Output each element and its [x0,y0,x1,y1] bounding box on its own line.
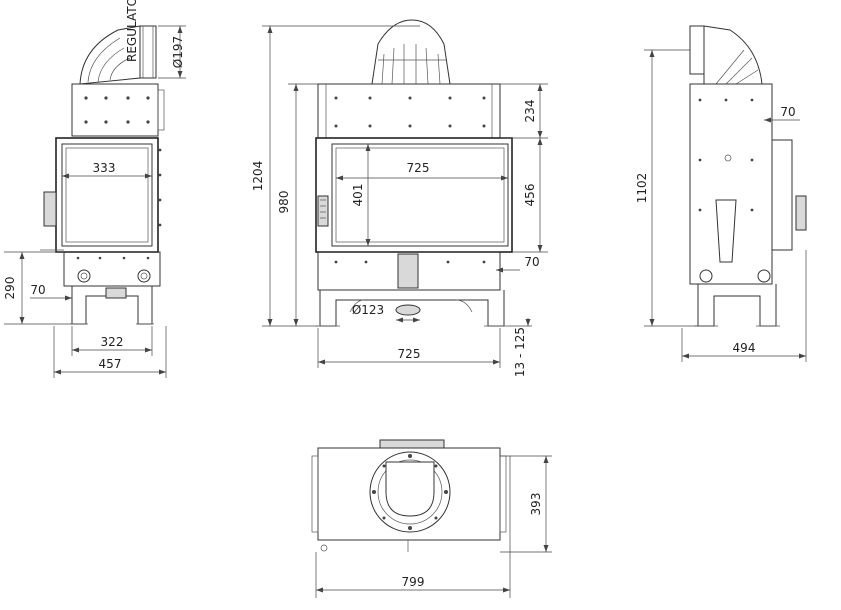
leg-span-label: 322 [101,335,124,349]
top-view: 393 799 [311,439,552,598]
base-width-label: 725 [398,347,421,361]
main-door-handle [317,195,329,227]
air-inlet [105,287,127,299]
rear-side-panel [771,139,793,251]
air-inlet-pipe [395,304,421,316]
top-width-label: 799 [402,575,425,589]
rear-depth-label: 494 [733,341,756,355]
front-overall-width-label: 457 [99,357,122,371]
front-leg-offset-label: 70 [30,283,45,297]
svg-text:REGULATOR: REGULATOR [125,0,139,62]
flue-elbow: REGULATOR [79,0,157,85]
air-control [397,253,419,289]
leg-adjust-label: 13 - 125 [513,327,527,377]
glass-width-label: 725 [407,161,430,175]
main-upper-body [317,83,501,139]
rear-total-height-label: 1102 [635,173,649,204]
flue-dome [371,19,451,85]
rear-baffle [715,199,737,263]
front-glass [61,143,153,247]
rear-body [689,83,773,285]
rear-offset-label: 70 [780,105,795,119]
ash-height-label: 290 [3,277,17,300]
chamber-height-label: 456 [523,184,537,207]
side-offset-label: 70 [524,255,539,269]
main-glass [331,143,509,247]
glass-height-label: 401 [351,184,365,207]
flue-diameter-label: Ø197 [171,36,185,68]
total-height-label: 1204 [251,161,265,192]
top-flue-ring [369,451,451,533]
front-ash-section [63,251,161,287]
air-inlet-diameter-label: Ø123 [352,303,384,317]
rear-handle [795,195,807,231]
body-height-label: 980 [277,191,291,214]
top-depth-label: 393 [529,493,543,516]
rear-flue [689,25,763,85]
top-section-label: 234 [523,100,537,123]
door-handle [43,191,57,227]
rear-view: 1102 70 494 [635,25,807,362]
front-glass-width-label: 333 [93,161,116,175]
front-upper-body [71,83,159,137]
main-view: 1204 980 234 401 725 456 70 Ø123 725 13 … [251,19,548,377]
front-view: REGULATOR Ø197 333 [3,0,186,378]
